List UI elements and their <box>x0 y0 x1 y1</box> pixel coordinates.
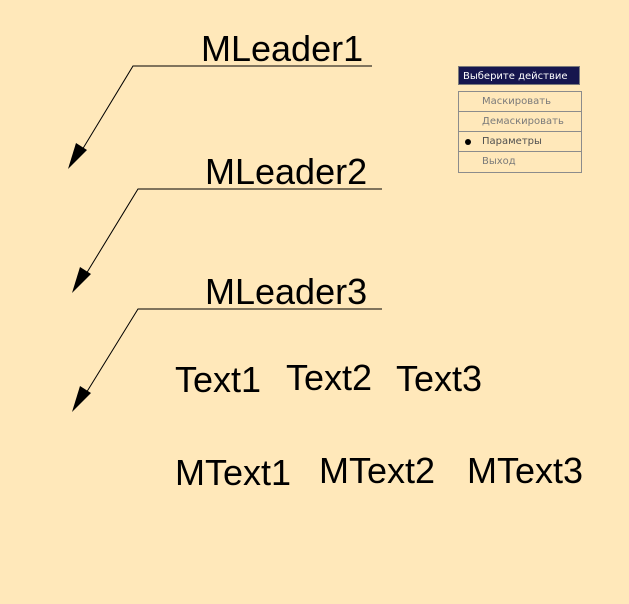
context-menu: Маскировать Демаскировать Параметры Выхо… <box>458 91 582 173</box>
mleader-1-label[interactable]: MLeader1 <box>201 28 364 69</box>
text-3[interactable]: Text3 <box>396 358 483 399</box>
menu-item-mask[interactable]: Маскировать <box>459 92 581 112</box>
text-1[interactable]: Text1 <box>175 359 262 400</box>
leader-1-arrowhead <box>68 143 87 169</box>
leader-2-line <box>82 188 382 280</box>
mtext-3[interactable]: MText3 <box>467 450 584 491</box>
menu-item-label: Маскировать <box>482 96 551 107</box>
mleader-3-label[interactable]: MLeader3 <box>205 271 368 312</box>
menu-item-parameters[interactable]: Параметры <box>459 132 581 152</box>
leader-3-line <box>82 308 382 399</box>
leader-1-line <box>78 65 372 156</box>
menu-item-exit[interactable]: Выход <box>459 152 581 172</box>
context-menu-title: Выберите действие <box>458 66 580 85</box>
selected-bullet-icon <box>465 139 471 145</box>
leader-3-arrowhead <box>72 386 91 412</box>
leader-2-geometry <box>72 188 382 293</box>
leader-3-geometry <box>72 308 382 412</box>
menu-item-label: Демаскировать <box>482 116 564 127</box>
mtext-2[interactable]: MText2 <box>319 450 436 491</box>
mleader-2-label[interactable]: MLeader2 <box>205 151 368 192</box>
leader-2-arrowhead <box>72 267 91 293</box>
menu-item-unmask[interactable]: Демаскировать <box>459 112 581 132</box>
mtext-1[interactable]: MText1 <box>175 452 292 493</box>
text-2[interactable]: Text2 <box>286 357 373 398</box>
menu-item-label: Параметры <box>482 136 542 147</box>
menu-item-label: Выход <box>482 156 516 167</box>
leader-1-geometry <box>68 65 372 169</box>
